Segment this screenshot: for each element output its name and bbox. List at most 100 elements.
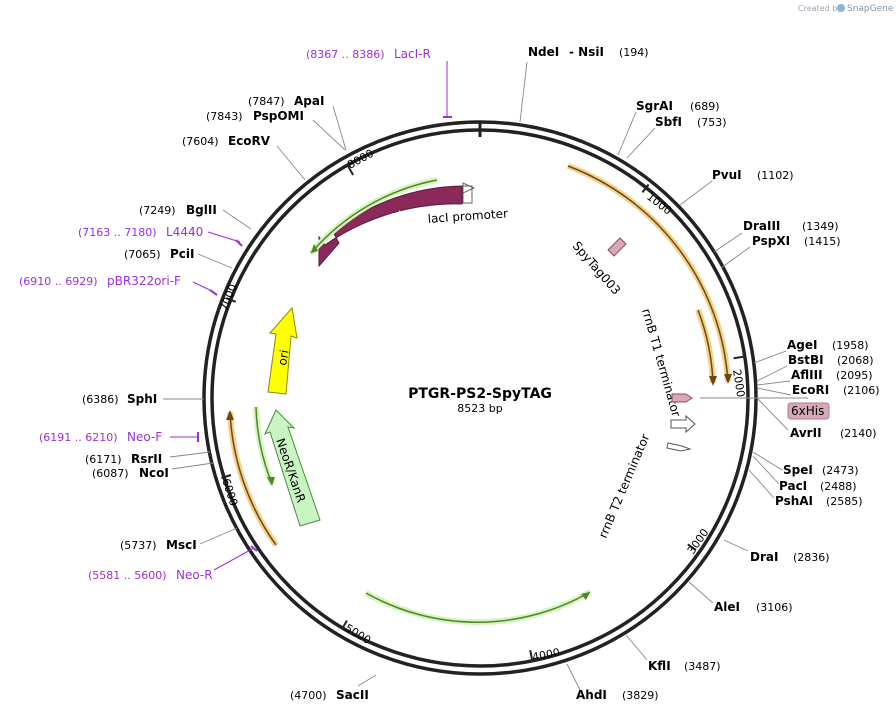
enzyme-sgrai-pos: (689) (690, 100, 720, 113)
green-feature-bottom[interactable] (365, 591, 591, 623)
enzyme-drai[interactable]: DraI (750, 550, 778, 564)
leader-afliii (756, 380, 791, 386)
enzyme-bglii-pos: (7249) (139, 204, 176, 217)
enzyme-msci-pos: (5737) (120, 539, 157, 552)
primer-leader-l4440 (207, 231, 241, 243)
enzyme-pvui[interactable]: PvuI (712, 168, 742, 182)
green-feature-bottom-halo (364, 589, 592, 626)
leader-pspxi (720, 246, 751, 269)
leader-alei (688, 581, 714, 604)
enzyme-labels: NdeI - NsiI (194) SgrAI (689) SbfI (753)… (82, 45, 880, 702)
watermark-brand: SnapGene (847, 4, 894, 14)
enzyme-ncoi[interactable]: NcoI (139, 466, 169, 480)
enzyme-avrii[interactable]: AvrII (790, 426, 822, 440)
primer-labels: (8367 .. 8386) LacI-R (7163 .. 7180) L44… (19, 47, 431, 582)
primer-neo-r-name[interactable]: Neo-R (176, 568, 213, 582)
leader-ecorv (276, 145, 306, 181)
enzyme-alei[interactable]: AleI (714, 600, 740, 614)
laci-promoter-arrow[interactable] (462, 182, 476, 204)
leader-draiii (713, 232, 743, 253)
primer-pbr322ori-f-range: (6910 .. 6929) (19, 275, 98, 288)
rrnb-t1-arrow[interactable] (670, 414, 696, 434)
leader-kfli (625, 634, 648, 661)
enzyme-afliii[interactable]: AflIII (791, 368, 823, 382)
orange-feature-right[interactable] (567, 165, 729, 383)
orange-feature-left[interactable] (229, 411, 277, 546)
enzyme-pspomi-pos: (7843) (206, 110, 243, 123)
leader-ecori (756, 387, 792, 396)
enzyme-bstbi[interactable]: BstBI (788, 353, 824, 367)
enzyme-sbfi-pos: (753) (697, 116, 727, 129)
green-feature-left-halo (253, 406, 275, 486)
his-tag-badge[interactable] (787, 402, 830, 420)
enzyme-sphi[interactable]: SphI (127, 392, 157, 406)
primer-mark-l4440 (235, 239, 243, 247)
enzyme-avrii-pos: (2140) (840, 427, 877, 440)
enzyme-kfli[interactable]: KflI (648, 659, 671, 673)
enzyme-pspxi-pos: (1415) (804, 235, 841, 248)
laci-promoter-label: lacI promoter (427, 206, 508, 226)
snapgene-logo-icon (837, 4, 845, 12)
primer-neo-f-name[interactable]: Neo-F (127, 430, 162, 444)
enzyme-pspomi[interactable]: PspOMI (253, 109, 304, 123)
orange-feature-right-head (724, 374, 732, 384)
enzyme-paci[interactable]: PacI (779, 479, 807, 493)
enzyme-draiii[interactable]: DraIII (743, 219, 780, 233)
tick-2000 (733, 355, 744, 360)
enzyme-ndei-pos: (194) (619, 46, 649, 59)
green-feature-top[interactable] (310, 179, 438, 254)
leader-ahdi (566, 663, 581, 691)
enzyme-msci[interactable]: MscI (166, 538, 197, 552)
enzyme-ecorv[interactable]: EcoRV (228, 134, 271, 148)
enzyme-sacii-pos: (4700) (290, 689, 327, 702)
enzyme-sacii[interactable]: SacII (336, 688, 369, 702)
enzyme-pcii[interactable]: PciI (170, 247, 195, 261)
watermark-prefix: Created by (798, 4, 842, 13)
orange-feature-inner-head (709, 376, 717, 386)
leader-sbfi (626, 127, 656, 159)
primer-laci-r-name[interactable]: LacI-R (394, 47, 431, 61)
enzyme-sbfi[interactable]: SbfI (655, 115, 682, 129)
primer-leaders (170, 61, 452, 571)
plasmid-name: PTGR-PS2-SpyTAG (408, 386, 552, 402)
enzyme-spei[interactable]: SpeI (783, 463, 813, 477)
primer-pbr322ori-f-name[interactable]: pBR322ori-F (107, 274, 181, 288)
enzyme-spei-pos: (2473) (822, 464, 859, 477)
enzyme-pshai[interactable]: PshAI (775, 494, 813, 508)
primer-neo-r-range: (5581 .. 5600) (88, 569, 167, 582)
enzyme-ahdi[interactable]: AhdI (576, 688, 607, 702)
leader-apai (332, 105, 347, 151)
enzyme-apai[interactable]: ApaI (294, 94, 324, 108)
primer-l4440-name[interactable]: L4440 (166, 225, 203, 239)
enzyme-agei[interactable]: AgeI (787, 338, 817, 352)
enzyme-ndei[interactable]: NdeI (528, 45, 559, 59)
neo-feature-arrow[interactable] (264, 409, 321, 527)
tick-5000 (340, 620, 348, 630)
enzyme-ecori[interactable]: EcoRI (792, 383, 829, 397)
enzyme-agei-pos: (1958) (832, 339, 869, 352)
his-tag-mark[interactable] (671, 393, 693, 403)
leader-spei (752, 451, 783, 471)
enzyme-pshai-pos: (2585) (826, 495, 863, 508)
enzyme-apai-pos: (7847) (248, 95, 285, 108)
enzyme-ecorv-pos: (7604) (182, 135, 219, 148)
leader-pspomi (312, 119, 346, 151)
enzyme-sgrai[interactable]: SgrAI (636, 99, 673, 113)
enzyme-pspxi[interactable]: PspXI (752, 234, 790, 248)
enzyme-ecori-pos: (2106) (843, 384, 880, 397)
leader-bstbi (756, 365, 788, 382)
enzyme-drai-pos: (2836) (793, 551, 830, 564)
rrnb-t2-arrow[interactable] (666, 442, 692, 452)
spytag-feature[interactable] (607, 237, 627, 257)
enzyme-ndei-extra[interactable]: - NsiI (569, 45, 604, 59)
leader-ndei (519, 61, 528, 123)
enzyme-afliii-pos: (2095) (836, 369, 873, 382)
enzyme-ahdi-pos: (3829) (622, 689, 659, 702)
enzyme-bglii[interactable]: BglII (186, 203, 217, 217)
tick-6000 (221, 474, 232, 479)
rrnb-t2-label: rrnB T2 terminator (596, 432, 653, 540)
ori-feature-arrow[interactable] (267, 306, 298, 395)
enzyme-rsrii[interactable]: RsrII (131, 452, 162, 466)
laci-feature-arrow[interactable] (318, 185, 463, 268)
enzyme-leaders (163, 61, 808, 691)
